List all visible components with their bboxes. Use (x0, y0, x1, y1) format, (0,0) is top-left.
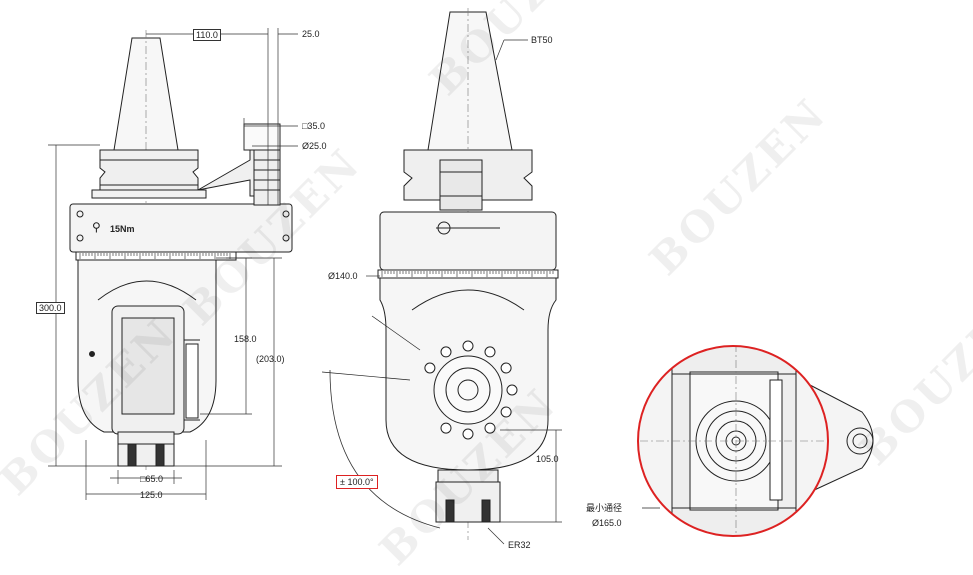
clearance-circle (637, 345, 829, 537)
dim-top-width: 110.0 (193, 29, 221, 41)
bolt-hole (440, 422, 452, 434)
collet-label: ER32 (508, 540, 531, 550)
wrench-icon: ⚲ (92, 220, 101, 234)
middle-scale-band (377, 269, 559, 279)
bolt-hole (440, 346, 452, 358)
middle-body-block (379, 211, 557, 271)
min-clearance-dia: Ø165.0 (592, 518, 622, 528)
bolt-hole (484, 346, 496, 358)
right-view (637, 345, 874, 537)
dim-top-offset: 25.0 (302, 29, 320, 39)
dim-ref-height: (203.0) (256, 354, 285, 364)
bolt-hole (506, 384, 518, 396)
dim-mid-height: 158.0 (234, 334, 257, 344)
left-collet-nut (117, 431, 175, 467)
dim-nose-square: □65.0 (140, 474, 163, 484)
taper-label: BT50 (531, 35, 553, 45)
swing-arc (329, 369, 441, 529)
dim-base-width: 125.0 (140, 490, 163, 500)
drawing-canvas (48, 8, 874, 545)
angle-label: ± 100.0° (336, 475, 378, 489)
bolt-hole (500, 406, 512, 418)
middle-bore (457, 379, 479, 401)
bolt-hole (500, 362, 512, 374)
dim-nose-height: 105.0 (536, 454, 559, 464)
bolt-hole (424, 362, 436, 374)
dim-dia-small: Ø25.0 (302, 141, 327, 151)
dim-flange-dia: Ø140.0 (328, 271, 358, 281)
left-view (48, 28, 298, 500)
bolt-hole (462, 340, 474, 352)
bolt-hole (484, 422, 496, 434)
dim-square: □35.0 (302, 121, 325, 131)
bolt-hole (462, 428, 474, 440)
min-clearance-label: 最小通径 (586, 504, 623, 514)
left-collar (99, 149, 199, 191)
middle-view (321, 8, 562, 545)
dim-total-height: 300.0 (36, 302, 65, 314)
torque-label: 15Nm (110, 224, 135, 234)
